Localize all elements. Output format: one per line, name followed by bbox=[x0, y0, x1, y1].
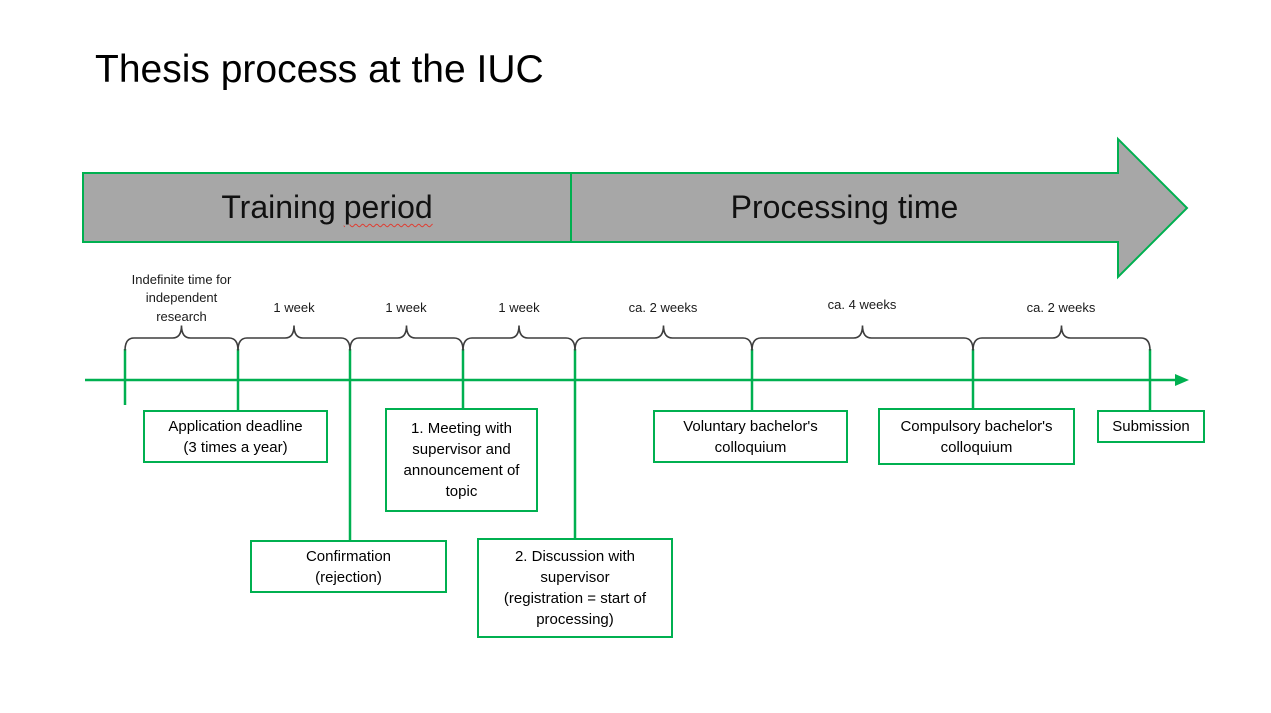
timeline-arrowhead-icon bbox=[1175, 374, 1189, 386]
brace-week-3 bbox=[462, 325, 576, 351]
duration-label-indefinite-research: Indefinite time for independent research bbox=[131, 272, 232, 324]
box-confirmation: Confirmation (rejection) bbox=[250, 540, 447, 593]
duration-label-week-1: 1 week bbox=[273, 300, 315, 315]
duration-label-2-weeks-2: ca. 2 weeks bbox=[1026, 300, 1096, 315]
brace-2-weeks-1 bbox=[574, 325, 753, 351]
box-compulsory-colloquium: Compulsory bachelor's colloquium bbox=[878, 408, 1075, 465]
brace-2-weeks-2 bbox=[972, 325, 1151, 351]
brace-4-weeks bbox=[751, 325, 974, 351]
box-application-deadline: Application deadline (3 times a year) bbox=[143, 410, 328, 463]
brace-week-1 bbox=[237, 325, 351, 351]
page-title: Thesis process at the IUC bbox=[95, 48, 544, 91]
banner-label-processing-time: Processing time bbox=[730, 189, 959, 225]
box-meeting-supervisor: 1. Meeting with supervisor and announcem… bbox=[385, 408, 538, 512]
duration-label-week-3: 1 week bbox=[498, 300, 540, 315]
box-voluntary-colloquium: Voluntary bachelor's colloquium bbox=[653, 410, 848, 463]
duration-label-week-2: 1 week bbox=[385, 300, 427, 315]
training-period-misspelled-word: period bbox=[343, 189, 433, 225]
brace-indefinite-research bbox=[124, 325, 239, 351]
brace-week-2 bbox=[349, 325, 464, 351]
training-period-text: Training bbox=[221, 189, 336, 225]
box-discussion-supervisor: 2. Discussion with supervisor (registrat… bbox=[477, 538, 673, 638]
process-arrow-shape bbox=[82, 136, 1189, 280]
duration-label-4-weeks: ca. 4 weeks bbox=[827, 297, 897, 312]
duration-label-2-weeks-1: ca. 2 weeks bbox=[628, 300, 698, 315]
box-submission: Submission bbox=[1097, 410, 1205, 443]
